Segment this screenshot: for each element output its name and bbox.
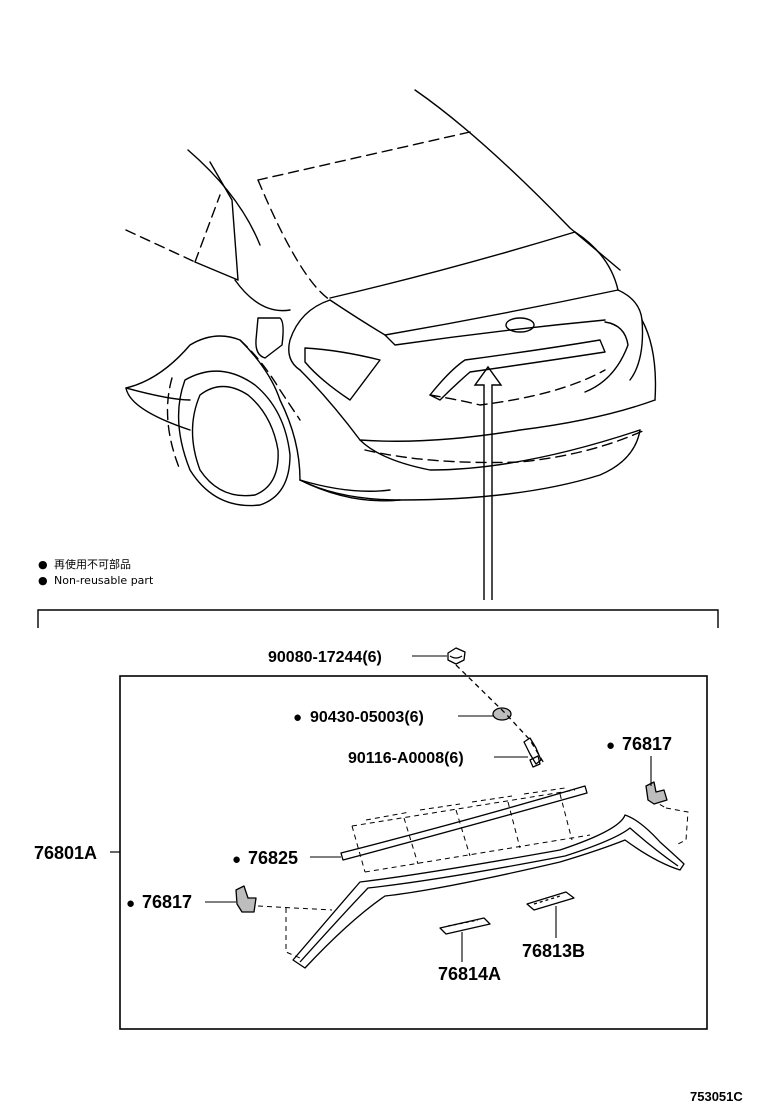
illustration-code: 753051C: [690, 1089, 743, 1104]
legend-text-en: Non-reusable part: [54, 574, 154, 587]
bullet-washer: ●: [293, 709, 302, 726]
label-washer: 90430-05003(6): [310, 709, 424, 726]
mounting-grid: [257, 787, 689, 959]
assembly-bracket-line: [37, 609, 719, 628]
bracket-b-icon: [526, 891, 575, 911]
label-clip-left: 76817: [142, 892, 192, 912]
bolt-icon: [523, 737, 542, 768]
label-assembly: 76801A: [34, 843, 97, 863]
label-bracket-a: 76814A: [438, 964, 501, 984]
legend-text-ja: 再使用不可部品: [54, 557, 131, 571]
washer-icon: [492, 707, 512, 721]
parts-frame: [119, 675, 708, 1030]
clip-left-icon: [235, 885, 257, 913]
bracket-a-icon: [439, 917, 491, 935]
label-bracket-b: 76813B: [522, 941, 585, 961]
label-nut: 90080-17244(6): [268, 649, 382, 666]
car-rear-illustration: [125, 89, 657, 507]
label-bolt: 90116-A0008(6): [348, 750, 464, 767]
legend-bullet-1: ●: [38, 558, 48, 571]
bullet-clip-left: ●: [126, 895, 135, 912]
bullet-clip-right: ●: [606, 737, 615, 754]
garnish-icon: [292, 814, 685, 969]
part-labels: 90080-17244(6) ● 90430-05003(6) 90116-A0…: [34, 649, 672, 984]
leader-lines: [205, 715, 652, 962]
clip-right-icon: [645, 781, 668, 805]
legend: ● 再使用不可部品 ● Non-reusable part: [38, 557, 154, 587]
label-clip-right: 76817: [622, 734, 672, 754]
parts-drawings: [235, 647, 689, 969]
nut-icon: [447, 647, 466, 665]
label-seal: 76825: [248, 848, 298, 868]
seal-strip-icon: [340, 785, 588, 861]
location-arrow: [473, 365, 503, 600]
legend-bullet-2: ●: [38, 574, 48, 587]
bullet-seal: ●: [232, 851, 241, 868]
